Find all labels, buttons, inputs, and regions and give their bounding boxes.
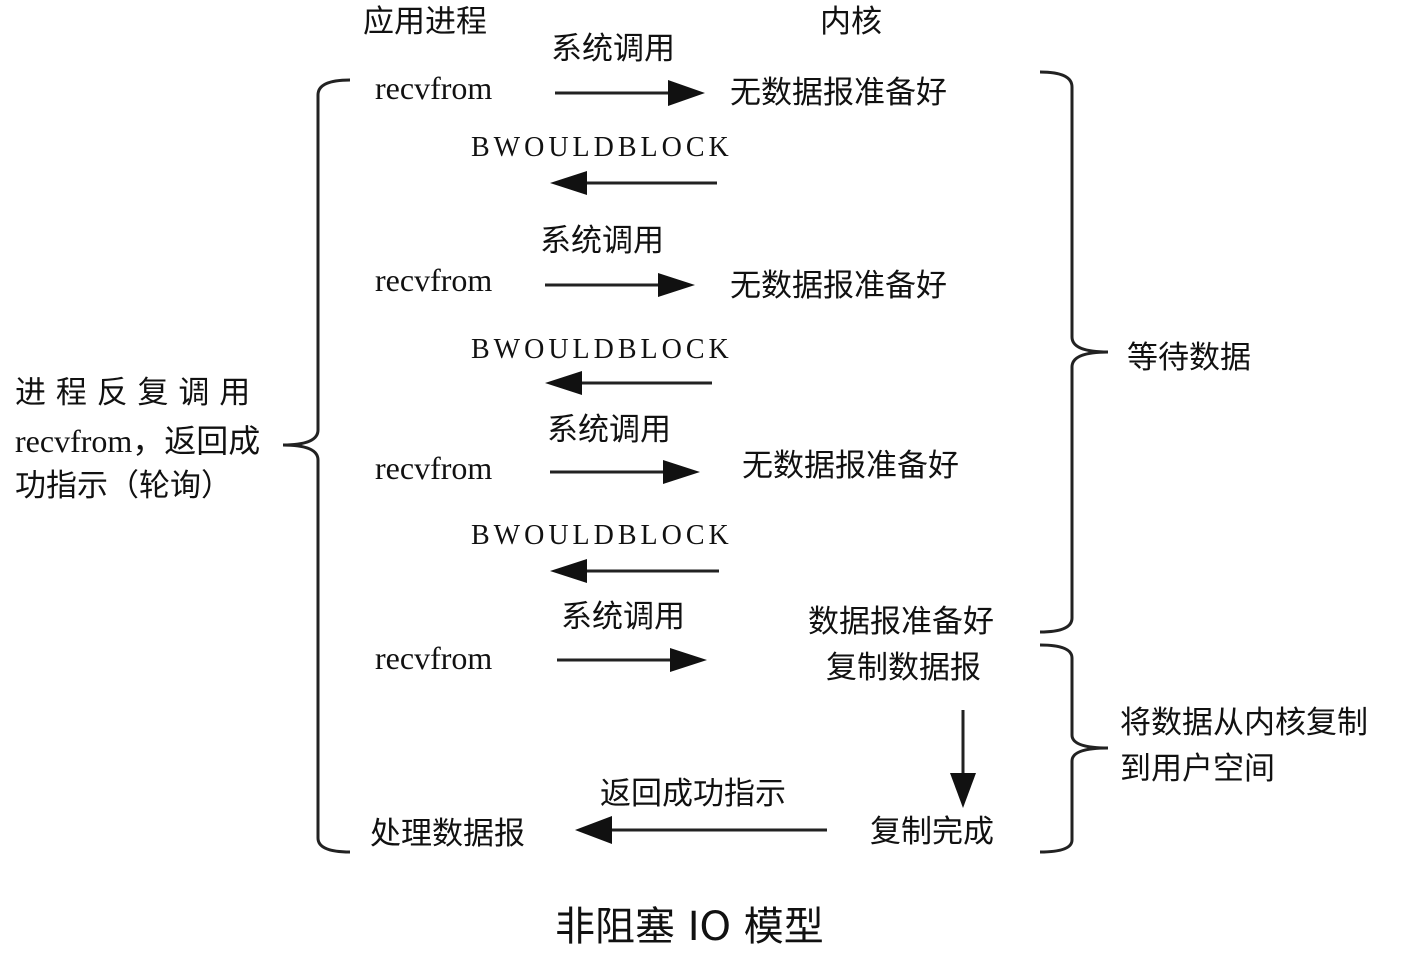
copy-done-label: 复制完成 xyxy=(870,814,994,850)
kernel-state: 无数据报准备好 xyxy=(742,448,959,484)
wait-data-note: 等待数据 xyxy=(1127,340,1251,376)
kernel-state: 无数据报准备好 xyxy=(730,75,947,111)
left-note-line: 功指示（轮询） xyxy=(15,468,232,504)
recvfrom-label: recvfrom xyxy=(375,70,493,106)
app-process-header: 应用进程 xyxy=(363,4,487,40)
arrowhead xyxy=(550,559,587,583)
ewouldblock-label: BWOULDBLOCK xyxy=(471,132,733,163)
syscall-label: 系统调用 xyxy=(551,31,675,67)
arrowhead xyxy=(950,773,976,808)
diagram-title: 非阻塞 IO 模型 xyxy=(555,904,824,950)
right-brace-wait xyxy=(1039,70,1109,634)
copy-note-line: 到用户空间 xyxy=(1120,751,1275,787)
syscall-label: 系统调用 xyxy=(547,412,671,448)
recvfrom-label: recvfrom xyxy=(375,262,493,298)
ewouldblock-label: BWOULDBLOCK xyxy=(471,520,733,551)
syscall-label: 系统调用 xyxy=(540,223,664,259)
recvfrom-label: recvfrom xyxy=(375,450,493,486)
right-brace-copy xyxy=(1039,643,1109,854)
syscall-label: 系统调用 xyxy=(561,599,685,635)
arrowhead xyxy=(550,171,587,195)
recvfrom-label: recvfrom xyxy=(375,640,493,676)
kernel-header: 内核 xyxy=(820,4,882,40)
ewouldblock-label: BWOULDBLOCK xyxy=(471,334,733,365)
left-note-line: 进 程 反 复 调 用 xyxy=(15,375,251,411)
arrowhead xyxy=(575,816,612,844)
arrowhead xyxy=(663,460,700,484)
arrowhead xyxy=(658,273,695,297)
left-note-line: recvfrom，返回成 xyxy=(15,423,261,459)
arrowhead xyxy=(668,80,705,106)
return-success-label: 返回成功指示 xyxy=(600,776,786,812)
process-datagram-label: 处理数据报 xyxy=(370,816,525,852)
left-brace xyxy=(282,78,351,854)
kernel-state-ready: 数据报准备好 xyxy=(808,604,994,640)
arrowhead xyxy=(670,648,707,672)
arrowhead xyxy=(545,371,582,395)
kernel-state-copy: 复制数据报 xyxy=(826,650,981,686)
copy-note-line: 将数据从内核复制 xyxy=(1120,705,1368,741)
kernel-state: 无数据报准备好 xyxy=(730,268,947,304)
